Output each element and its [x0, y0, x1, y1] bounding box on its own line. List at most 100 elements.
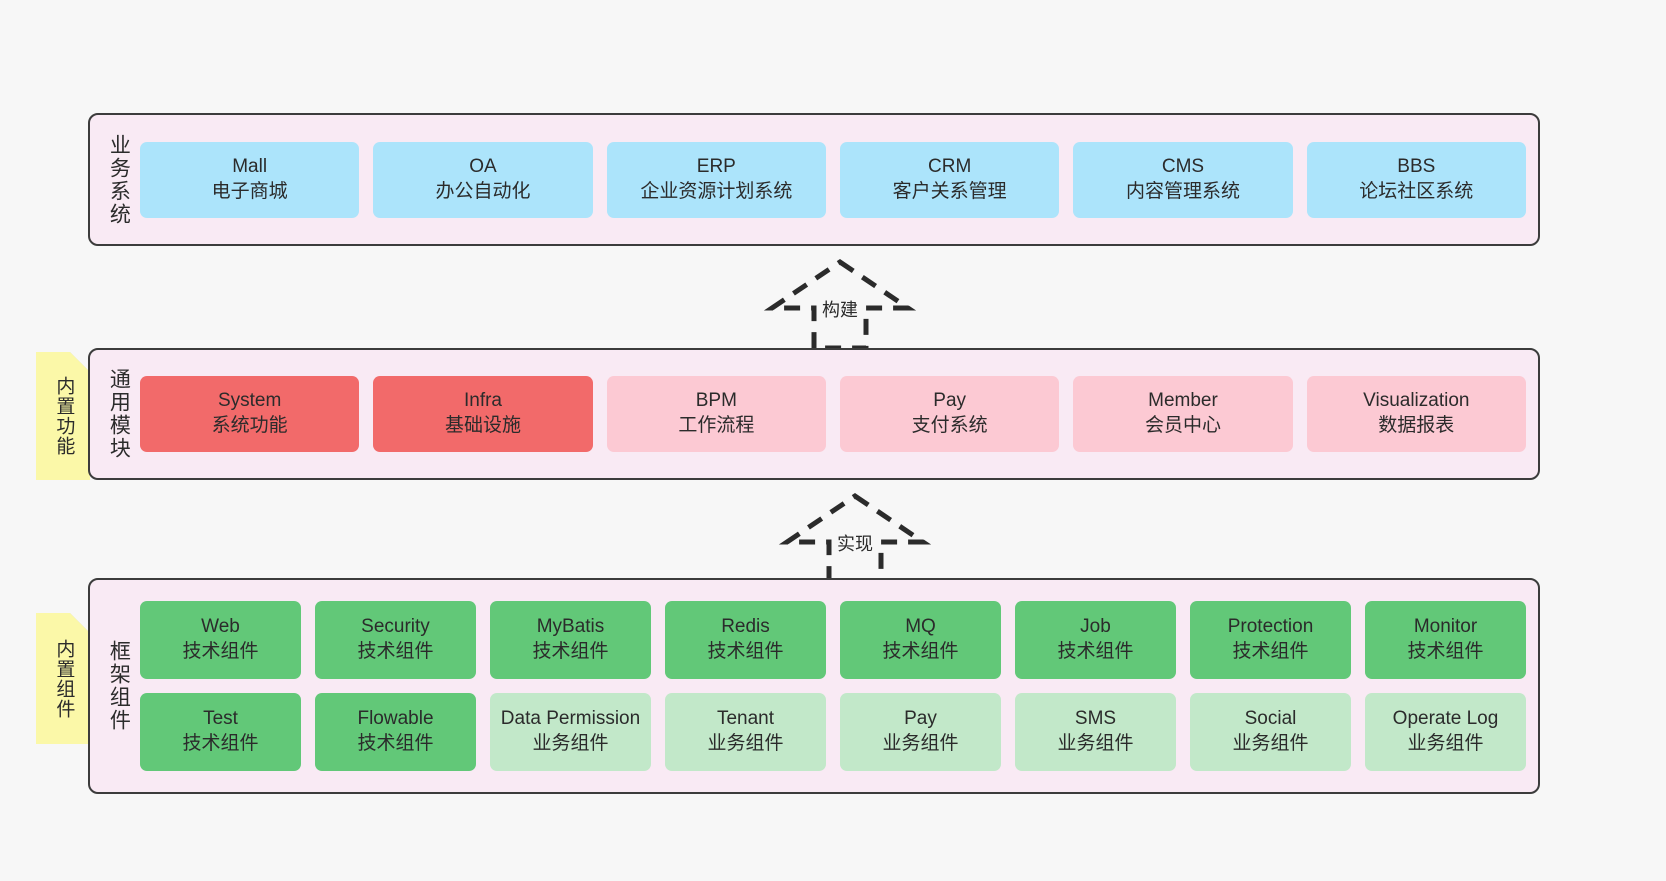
card-infra[interactable]: Infra 基础设施 — [373, 376, 593, 452]
card-pay-component[interactable]: Pay 业务组件 — [840, 693, 1001, 771]
framework-row-tech: Web 技术组件 Security 技术组件 MyBatis 技术组件 Redi… — [140, 601, 1526, 679]
card-title: Monitor — [1413, 616, 1478, 638]
card-title: SMS — [1074, 708, 1117, 730]
card-cms[interactable]: CMS 内容管理系统 — [1073, 141, 1293, 218]
framework-cards: Web 技术组件 Security 技术组件 MyBatis 技术组件 Redi… — [140, 593, 1526, 779]
card-title: MyBatis — [536, 616, 605, 638]
note-label: 内置功能 — [53, 376, 75, 456]
card-subtitle: 技术组件 — [357, 733, 434, 754]
card-subtitle: 技术组件 — [532, 641, 609, 662]
card-title: CMS — [1161, 155, 1205, 177]
card-job[interactable]: Job 技术组件 — [1015, 601, 1176, 679]
card-social[interactable]: Social 业务组件 — [1190, 693, 1351, 771]
card-subtitle: 内容管理系统 — [1125, 180, 1240, 202]
card-mall[interactable]: Mall 电子商城 — [140, 141, 360, 218]
card-subtitle: 支付系统 — [911, 415, 988, 436]
card-mq[interactable]: MQ 技术组件 — [840, 601, 1001, 679]
card-web[interactable]: Web 技术组件 — [140, 601, 301, 679]
card-tenant[interactable]: Tenant 业务组件 — [665, 693, 826, 771]
card-bbs[interactable]: BBS 论坛社区系统 — [1306, 141, 1526, 218]
card-subtitle: 工作流程 — [678, 415, 755, 436]
card-subtitle: 业务组件 — [1407, 733, 1484, 754]
card-title: System — [217, 390, 282, 412]
card-title: Test — [203, 708, 238, 730]
card-subtitle: 企业资源计划系统 — [640, 180, 793, 202]
card-system[interactable]: System 系统功能 — [140, 376, 360, 452]
card-subtitle: 技术组件 — [182, 641, 259, 662]
card-title: Security — [361, 616, 430, 638]
card-title: Visualization — [1363, 390, 1470, 412]
card-mybatis[interactable]: MyBatis 技术组件 — [490, 601, 651, 679]
note-label: 内置组件 — [53, 638, 75, 719]
card-oa[interactable]: OA 办公自动化 — [373, 141, 593, 218]
card-title: Pay — [933, 390, 967, 412]
card-subtitle: 基础设施 — [444, 415, 521, 436]
card-visualization[interactable]: Visualization 数据报表 — [1306, 376, 1526, 452]
card-subtitle: 电子商城 — [211, 180, 288, 202]
card-title: Flowable — [357, 708, 434, 730]
section-business-systems: 业务系统 Mall 电子商城 OA 办公自动化 ERP 企业资源计划系统 CRM… — [88, 113, 1540, 246]
card-flowable[interactable]: Flowable 技术组件 — [315, 693, 476, 771]
card-subtitle: 业务组件 — [1232, 733, 1309, 754]
card-subtitle: 业务组件 — [882, 733, 959, 754]
arrow-build: 构建 — [760, 258, 920, 351]
card-subtitle: 业务组件 — [1057, 733, 1134, 754]
card-sms[interactable]: SMS 业务组件 — [1015, 693, 1176, 771]
section-title-framework: 框架组件 — [107, 640, 131, 732]
card-title: Data Permission — [500, 708, 641, 730]
card-crm[interactable]: CRM 客户关系管理 — [839, 141, 1060, 218]
card-title: BBS — [1397, 155, 1436, 177]
card-title: OA — [469, 155, 497, 177]
note-builtin-features: 内置功能 — [36, 352, 90, 480]
card-subtitle: 技术组件 — [707, 641, 784, 662]
section-general-modules: 通用模块 System 系统功能 Infra 基础设施 BPM 工作流程 Pay… — [88, 348, 1540, 480]
card-redis[interactable]: Redis 技术组件 — [665, 601, 826, 679]
framework-row-business: Test 技术组件 Flowable 技术组件 Data Permission … — [140, 693, 1526, 771]
card-title: Tenant — [716, 708, 775, 730]
card-subtitle: 论坛社区系统 — [1359, 180, 1474, 202]
card-title: BPM — [695, 390, 737, 412]
card-title: Social — [1244, 708, 1297, 730]
card-subtitle: 业务组件 — [707, 733, 784, 754]
card-subtitle: 业务组件 — [532, 733, 609, 754]
card-test[interactable]: Test 技术组件 — [140, 693, 301, 771]
card-title: Operate Log — [1392, 708, 1499, 730]
business-cards: Mall 电子商城 OA 办公自动化 ERP 企业资源计划系统 CRM 客户关系… — [140, 126, 1526, 233]
card-title: Member — [1148, 390, 1218, 412]
card-subtitle: 技术组件 — [182, 733, 259, 754]
card-subtitle: 技术组件 — [357, 641, 434, 662]
card-member[interactable]: Member 会员中心 — [1073, 376, 1293, 452]
card-title: Protection — [1227, 616, 1314, 638]
card-subtitle: 技术组件 — [1232, 641, 1309, 662]
card-subtitle: 办公自动化 — [435, 180, 531, 202]
section-title-business: 业务系统 — [107, 133, 131, 226]
card-subtitle: 会员中心 — [1144, 415, 1221, 436]
card-subtitle: 技术组件 — [1057, 641, 1134, 662]
card-title: Web — [201, 616, 240, 638]
card-subtitle: 技术组件 — [1407, 641, 1484, 662]
card-title: CRM — [928, 155, 972, 177]
card-subtitle: 数据报表 — [1378, 415, 1455, 436]
general-cards: System 系统功能 Infra 基础设施 BPM 工作流程 Pay 支付系统… — [140, 361, 1526, 467]
card-erp[interactable]: ERP 企业资源计划系统 — [606, 141, 826, 218]
card-subtitle: 系统功能 — [211, 415, 288, 436]
section-framework-components: 框架组件 Web 技术组件 Security 技术组件 MyBatis 技术组件… — [88, 578, 1540, 794]
card-title: Infra — [463, 390, 502, 412]
card-bpm[interactable]: BPM 工作流程 — [606, 376, 826, 452]
card-operate-log[interactable]: Operate Log 业务组件 — [1365, 693, 1526, 771]
arrow-implement: 实现 — [775, 492, 935, 585]
card-protection[interactable]: Protection 技术组件 — [1190, 601, 1351, 679]
card-security[interactable]: Security 技术组件 — [315, 601, 476, 679]
section-title-general: 通用模块 — [107, 368, 131, 460]
card-title: Mall — [232, 155, 268, 177]
card-title: ERP — [696, 155, 736, 177]
card-title: Redis — [721, 616, 770, 638]
card-title: Job — [1080, 616, 1111, 638]
card-data-permission[interactable]: Data Permission 业务组件 — [490, 693, 651, 771]
card-pay[interactable]: Pay 支付系统 — [839, 376, 1060, 452]
card-subtitle: 技术组件 — [882, 641, 959, 662]
card-monitor[interactable]: Monitor 技术组件 — [1365, 601, 1526, 679]
card-title: Pay — [904, 708, 937, 730]
card-title: MQ — [905, 616, 936, 638]
card-subtitle: 客户关系管理 — [892, 180, 1007, 202]
